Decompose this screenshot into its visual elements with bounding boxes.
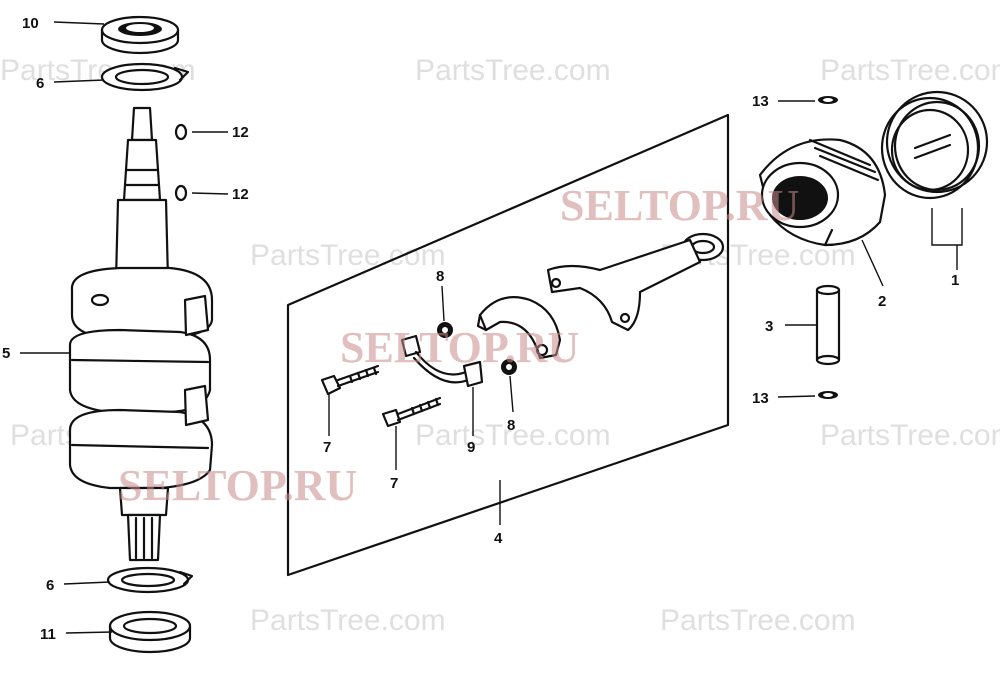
connecting-rod [546,232,725,332]
seltop-watermarks: SELTOP.RU SELTOP.RU SELTOP.RU [118,181,799,510]
watermark-seltop: SELTOP.RU [340,323,579,372]
watermark-partstree: PartsTree.com [250,604,446,637]
watermark-partstree: PartsTree.com [820,54,1000,87]
piston-pin [815,284,841,366]
watermark-partstree: PartsTree.com [820,419,1000,452]
oil-seal-top [100,15,180,55]
watermark-partstree: PartsTree.com [250,239,446,272]
nut-lower [501,359,517,375]
circlip-bottom [818,391,838,399]
watermark-seltop: SELTOP.RU [560,181,799,230]
label-part-12-lower: 12 [232,186,249,203]
nut-upper [437,322,453,338]
part-labels: 10 6 12 12 5 6 11 13 13 3 2 1 7 7 8 8 9 … [2,15,959,643]
leader-lines [20,21,963,634]
watermark-seltop: SELTOP.RU [118,461,357,510]
label-part-5: 5 [2,345,10,362]
label-part-2: 2 [878,293,886,310]
watermark-partstree: PartsTree.com [415,54,611,87]
label-part-13-top: 13 [752,93,769,110]
piston-rings [880,90,989,200]
watermark-partstree: PartsTree.com [660,604,856,637]
rod-assembly-frame [286,113,730,577]
o-ring-upper [174,123,188,141]
lock-plate [400,334,484,388]
label-part-6-top: 6 [36,75,44,92]
label-part-12-upper: 12 [232,124,249,141]
thrust-washer-bottom [106,566,194,594]
label-part-10: 10 [22,15,39,32]
o-ring-lower [174,184,188,202]
label-part-8-upper: 8 [436,268,444,285]
label-part-3: 3 [765,318,773,335]
label-part-6-bottom: 6 [46,577,54,594]
label-part-7-lower: 7 [390,475,398,492]
label-part-11: 11 [40,626,56,643]
label-part-4: 4 [494,530,503,547]
crankshaft [68,106,214,562]
rod-bolt-upper [320,364,380,396]
circlip-top [818,96,838,104]
watermark-partstree: PartsTree.com [415,419,611,452]
rod-bolt-lower [381,396,442,428]
label-part-9: 9 [467,439,475,456]
oil-seal-bottom [108,610,192,654]
label-part-1: 1 [951,272,959,289]
thrust-washer-top [100,62,190,92]
label-part-13-bottom: 13 [752,390,769,407]
piston [758,138,887,247]
rod-cap [476,296,562,360]
label-part-7-upper: 7 [323,439,331,456]
label-part-8-lower: 8 [507,417,515,434]
